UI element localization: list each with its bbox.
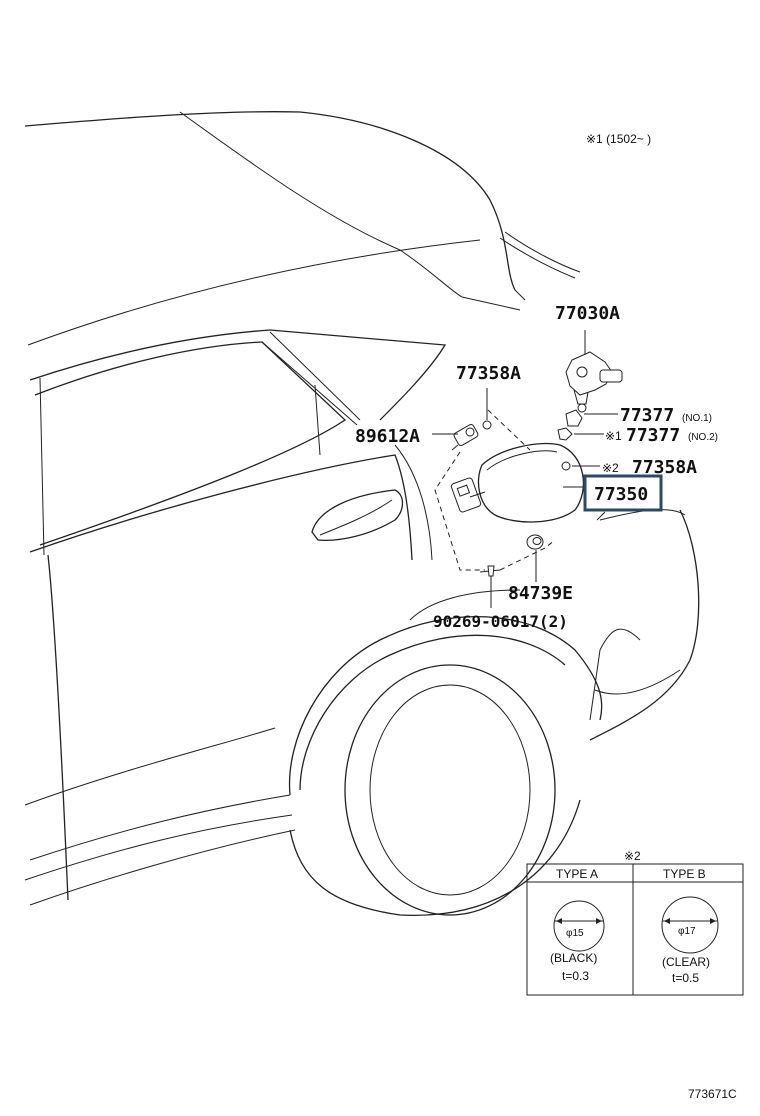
legend-table: ※2 TYPE A TYPE B φ15 (BLACK) t=0.3 φ17 (… — [526, 849, 744, 996]
legend-type-b-header: TYPE B — [663, 867, 706, 881]
fuel-door-assembly — [434, 351, 623, 577]
label-77358A-right-prefix: ※2 — [602, 461, 619, 475]
part-89612A-shape — [451, 424, 479, 451]
label-77030A[interactable]: 77030A — [555, 303, 620, 324]
type-a-diameter: φ15 — [566, 928, 584, 939]
highlight-box-77350 — [583, 474, 663, 512]
label-77358A-top[interactable]: 77358A — [456, 363, 521, 384]
label-77377-no2-tag: (NO.2) — [688, 432, 718, 443]
diagram-code: 773671C — [688, 1087, 737, 1101]
type-a-color: (BLACK) — [550, 951, 597, 965]
part-77377-no2-shape — [557, 427, 573, 441]
label-77377-no1[interactable]: 77377 — [620, 405, 674, 426]
part-84739E-shape — [526, 534, 544, 550]
type-a-thickness: t=0.3 — [562, 969, 589, 983]
label-84739E[interactable]: 84739E — [508, 583, 573, 604]
type-b-color: (CLEAR) — [662, 955, 710, 969]
part-77358A-top-shape — [482, 420, 492, 430]
type-b-diameter: φ17 — [678, 926, 696, 937]
date-note: ※1 (1502~ ) — [586, 132, 651, 146]
type-b-circle — [661, 896, 719, 954]
label-89612A[interactable]: 89612A — [355, 426, 420, 447]
legend-title: ※2 — [624, 849, 641, 863]
type-a-circle — [553, 900, 605, 952]
label-77377-no2[interactable]: 77377 — [626, 425, 680, 446]
leader-lines — [432, 330, 618, 608]
part-77377-no1-shape — [565, 409, 583, 427]
legend-type-a-header: TYPE A — [556, 867, 598, 881]
hinge-part — [450, 477, 486, 513]
label-77350[interactable]: 77350 — [594, 484, 648, 505]
type-b-thickness: t=0.5 — [672, 971, 699, 985]
label-77377-no2-prefix: ※1 — [605, 429, 622, 443]
car-body-outline — [24, 111, 700, 916]
label-77358A-right[interactable]: 77358A — [632, 457, 697, 478]
part-77358A-right-shape — [561, 461, 571, 471]
label-77377-no1-tag: (NO.1) — [682, 413, 712, 424]
label-90269[interactable]: 90269-06017(2) — [433, 612, 568, 631]
part-90269-shape — [479, 565, 501, 577]
part-77030A-shape — [565, 351, 623, 413]
